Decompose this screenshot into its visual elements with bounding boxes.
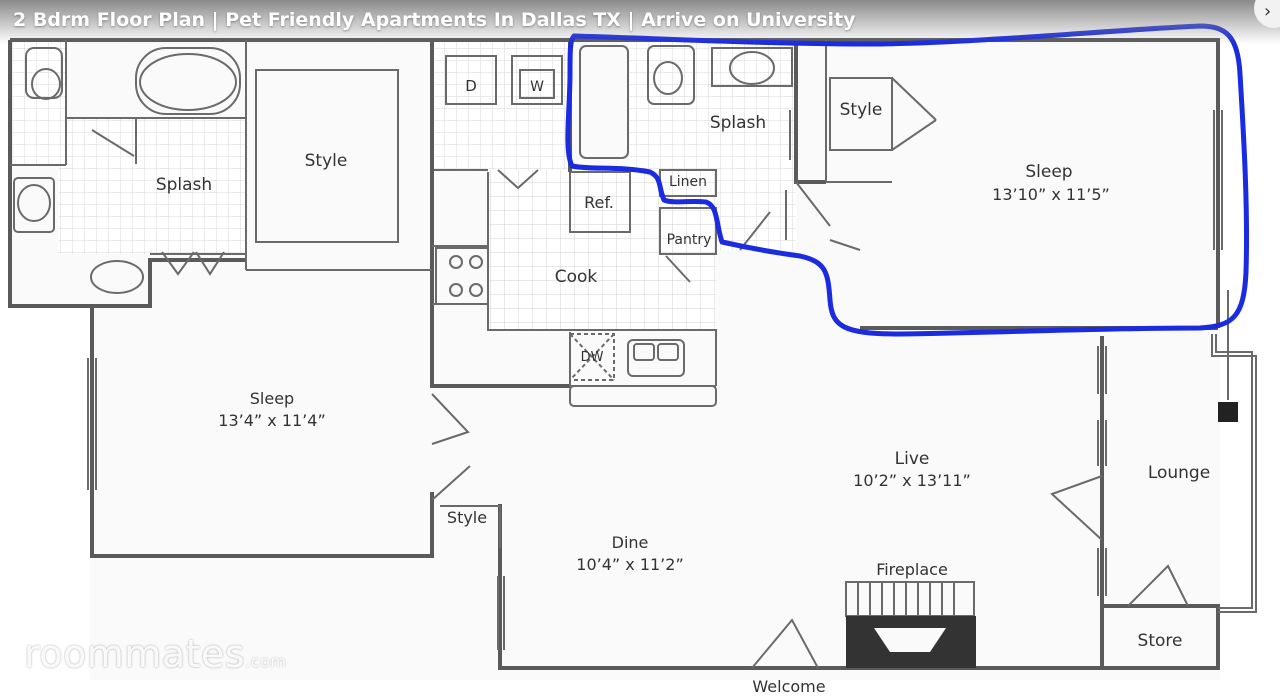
- balcony-post: [1218, 402, 1238, 422]
- watermark: roommates.com: [24, 632, 286, 676]
- chevron-right-icon: ›: [1264, 1, 1272, 22]
- room-label-sleep-left: Sleep: [250, 389, 294, 408]
- room-size-sleep-right: 13’10” x 11’5”: [992, 185, 1110, 204]
- room-label-washer: W: [530, 79, 544, 95]
- room-label-pantry: Pantry: [667, 232, 712, 248]
- room-size-dine: 10’4” x 11’2”: [576, 555, 683, 574]
- room-label-welcome: Welcome: [752, 677, 825, 696]
- room-label-dw: DW: [581, 350, 604, 365]
- room-label-dine: Dine: [612, 533, 649, 552]
- left-bath-tile: [10, 40, 66, 165]
- title-bar: 2 Bdrm Floor Plan | Pet Friendly Apartme…: [0, 0, 1280, 44]
- left-splash-tile: [58, 118, 246, 254]
- room-label-cook: Cook: [555, 267, 598, 287]
- room-label-style-right: Style: [840, 100, 883, 120]
- room-label-sleep-right: Sleep: [1025, 162, 1072, 182]
- page-title: 2 Bdrm Floor Plan | Pet Friendly Apartme…: [13, 9, 856, 31]
- room-label-splash-left: Splash: [156, 175, 212, 195]
- room-label-style-small: Style: [447, 508, 487, 527]
- room-label-splash-center: Splash: [710, 113, 766, 133]
- room-label-lounge: Lounge: [1148, 463, 1210, 483]
- room-label-style-left: Style: [305, 151, 348, 171]
- room-size-live: 10’2” x 13’11”: [853, 471, 971, 490]
- room-label-dryer: D: [465, 77, 477, 95]
- watermark-brand: roommates: [24, 632, 246, 676]
- room-label-fireplace: Fireplace: [876, 560, 948, 579]
- room-label-store: Store: [1138, 631, 1183, 651]
- room-label-live: Live: [895, 449, 930, 469]
- room-size-sleep-left: 13’4” x 11’4”: [218, 411, 325, 430]
- fireplace-hearth: [846, 616, 976, 668]
- watermark-suffix: .com: [245, 652, 287, 671]
- room-label-linen: Linen: [669, 174, 707, 190]
- room-label-ref: Ref.: [584, 193, 614, 212]
